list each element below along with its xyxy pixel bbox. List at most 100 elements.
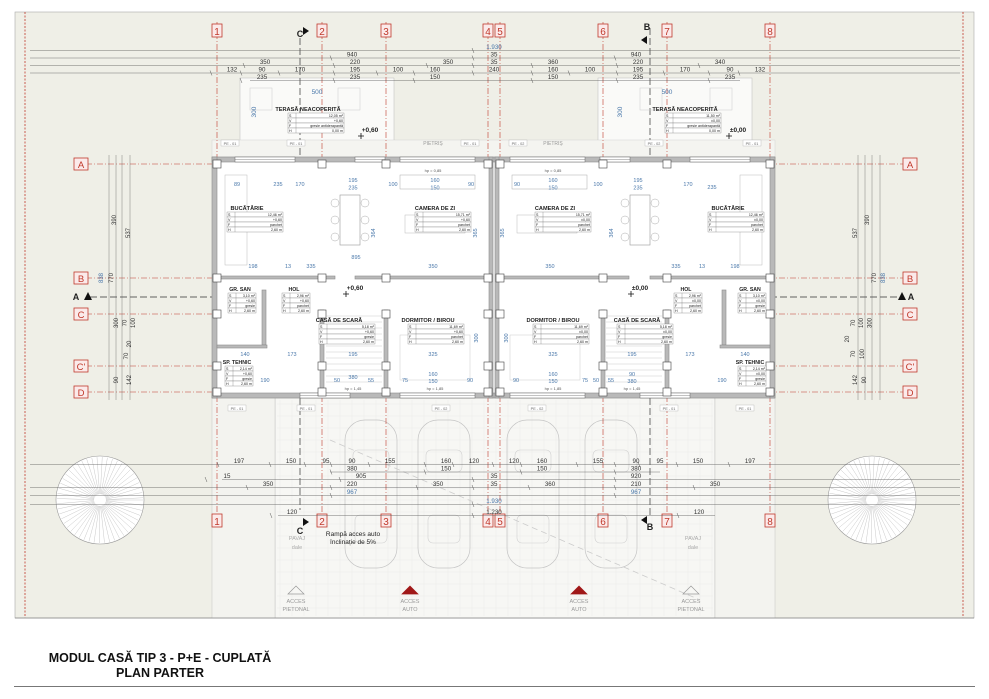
dim-bottom-row3-value: 35 bbox=[491, 473, 498, 480]
dim-tick bbox=[613, 476, 617, 483]
finish-tag-text: PE - 01 bbox=[231, 407, 244, 411]
interior-dimension: 195 bbox=[348, 352, 357, 358]
finish-tag bbox=[644, 139, 664, 147]
dim-bottom-row6-value: 1.230 bbox=[486, 509, 502, 516]
room-table-key: F bbox=[226, 377, 229, 381]
finish-tag bbox=[227, 404, 247, 412]
tree-branch bbox=[877, 502, 911, 521]
grid-label-4: 4 bbox=[485, 27, 491, 38]
tree-branch bbox=[100, 505, 105, 543]
room-table-value: 2,60 m bbox=[271, 228, 282, 232]
room-name: SP. TEHNIC bbox=[223, 360, 252, 366]
dim-tick bbox=[471, 62, 475, 69]
dim-tick bbox=[575, 461, 579, 468]
tree-branch bbox=[101, 505, 110, 542]
interior-dimension: 13 bbox=[285, 264, 291, 270]
room-table-value: 2,14 m² bbox=[240, 367, 253, 371]
interior-dimension: 350 bbox=[428, 264, 437, 270]
terrace-dimension: 500 bbox=[312, 89, 323, 96]
interior-dimension: 380 bbox=[627, 379, 636, 385]
room-table-key: S bbox=[289, 114, 292, 118]
room-table-key: S bbox=[226, 367, 229, 371]
tree-branch bbox=[103, 504, 125, 536]
level-marker-icon bbox=[628, 291, 634, 297]
dim-tick bbox=[245, 484, 249, 491]
column-marker bbox=[598, 309, 608, 319]
grid-label-box bbox=[902, 157, 918, 171]
dim-top-row3-value: 100 bbox=[585, 67, 596, 74]
room-name: TERASĂ NEACOPERITĂ bbox=[652, 106, 717, 113]
dim-tick bbox=[491, 461, 495, 468]
dim-top-row2-value: 35 bbox=[491, 59, 498, 66]
tree-branch bbox=[850, 505, 870, 538]
room-table-value: 2,14 m² bbox=[753, 367, 766, 371]
room-table-key: V bbox=[739, 372, 742, 376]
grid-label-box bbox=[661, 513, 673, 528]
dim-tick bbox=[530, 62, 534, 69]
finish-tag bbox=[742, 139, 762, 147]
tree-branch bbox=[849, 463, 869, 496]
grid-label-C: C bbox=[78, 310, 85, 321]
room-table-value: 2,60 m bbox=[579, 228, 590, 232]
interior-dimension: 89 bbox=[234, 182, 240, 188]
dim-side-right-value: 100 bbox=[859, 317, 865, 328]
finish-tag-text: PE - 02 bbox=[512, 142, 525, 146]
dim-bottom-row1-value: 150 bbox=[286, 458, 297, 465]
column-marker bbox=[381, 309, 391, 319]
dim-top-row2-value: 220 bbox=[350, 59, 361, 66]
dim-tick bbox=[519, 469, 523, 475]
dim-bottom-row1-value: 197 bbox=[745, 458, 756, 465]
column-marker bbox=[495, 361, 505, 371]
column-marker bbox=[483, 361, 493, 371]
column-marker bbox=[598, 159, 608, 169]
room-table-key: H bbox=[228, 228, 231, 232]
tree-branch bbox=[874, 460, 890, 495]
tree-branch bbox=[74, 504, 97, 535]
grid-label-box bbox=[73, 271, 89, 285]
dim-top-row1-value: 940 bbox=[631, 52, 642, 59]
tree-branch bbox=[877, 482, 912, 498]
room-table-key: V bbox=[675, 299, 678, 303]
dim-tick bbox=[268, 461, 272, 468]
chair bbox=[360, 232, 370, 242]
interior-dimension: 100 bbox=[388, 182, 397, 188]
room-table-key: F bbox=[739, 377, 742, 381]
wall-bath-left bbox=[261, 289, 267, 346]
room-table-value: ±0,00 bbox=[756, 299, 765, 303]
room-table-key: H bbox=[229, 309, 232, 313]
grid-label-box bbox=[73, 157, 89, 171]
room-table-value: parchet bbox=[751, 223, 763, 227]
finish-tag bbox=[527, 404, 547, 412]
wall-living-left bbox=[354, 275, 490, 280]
interior-dimension: 198 bbox=[248, 264, 257, 270]
interior-dimension: 140 bbox=[240, 352, 249, 358]
tree-branch bbox=[105, 487, 142, 499]
dim-top-row1-value: 940 bbox=[347, 52, 358, 59]
tree-branch bbox=[875, 504, 897, 536]
room-table-value: ±0,00 bbox=[663, 330, 672, 334]
tree-branch bbox=[68, 469, 96, 496]
tree-branch bbox=[62, 478, 95, 498]
dim-top-row3-value: 100 bbox=[393, 67, 404, 74]
room-table-value: ±0,00 bbox=[692, 299, 701, 303]
column-marker bbox=[765, 309, 775, 319]
column-marker bbox=[212, 387, 222, 397]
room-table-cell bbox=[318, 338, 376, 345]
paving-right bbox=[714, 397, 776, 619]
tree-branch bbox=[57, 498, 95, 500]
interior-dimension: 380 bbox=[348, 375, 357, 381]
dim-side-right-value: 20 bbox=[845, 335, 851, 342]
dim-bottom-row4-value: 35 bbox=[491, 481, 498, 488]
room-table-value: parchet bbox=[451, 335, 463, 339]
wall-kitchen-left bbox=[216, 275, 336, 280]
dim-tick bbox=[471, 501, 475, 508]
dim-side-right-value: 770 bbox=[872, 272, 878, 283]
level-marker-icon bbox=[358, 133, 364, 139]
room-table-key: S bbox=[536, 213, 539, 217]
dim-side-right-value: 70 bbox=[851, 319, 857, 326]
grid-label-box bbox=[211, 23, 223, 38]
room-table-value: 2,60 m bbox=[459, 228, 470, 232]
interior-dimension: 235 bbox=[707, 185, 716, 191]
chair bbox=[620, 198, 630, 208]
access-type-label: AUTO bbox=[402, 607, 418, 613]
